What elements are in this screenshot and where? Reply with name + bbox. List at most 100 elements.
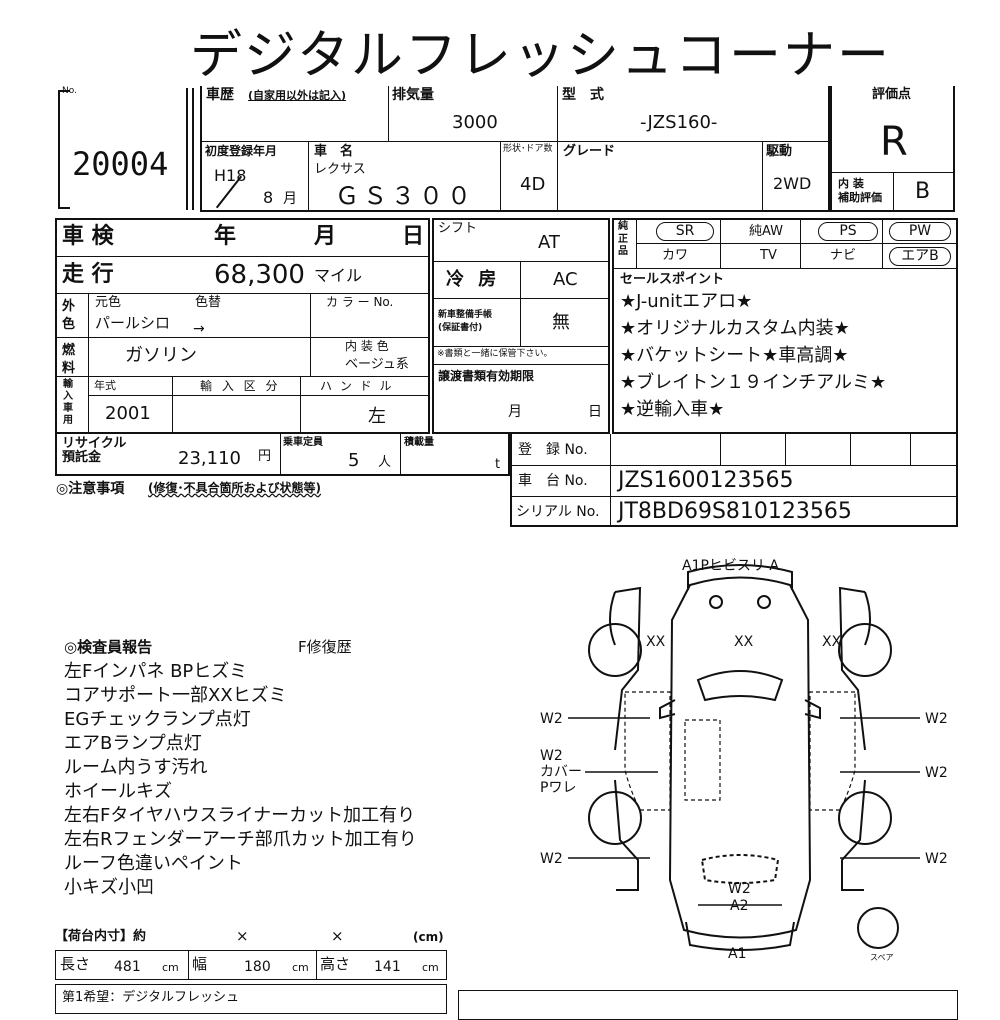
mileage-value: 68,300 bbox=[214, 260, 305, 290]
report-line: ルーフ色違いペイント bbox=[64, 853, 243, 874]
registry-table bbox=[510, 434, 958, 527]
inspection-label: 車 検 bbox=[62, 224, 114, 249]
caution-note: (修復･不具合箇所および状態等) bbox=[148, 481, 321, 495]
divider bbox=[172, 376, 173, 434]
diagram-top-label: A1Pヒビスリ A bbox=[682, 558, 779, 574]
interior-score-box bbox=[832, 172, 953, 211]
divider bbox=[188, 950, 189, 980]
divider bbox=[88, 395, 430, 396]
lot-no-label: No. bbox=[62, 86, 77, 96]
lot-number: 20004 bbox=[72, 145, 169, 183]
divider bbox=[850, 434, 851, 465]
divider bbox=[636, 243, 958, 244]
option-airbag: エアB bbox=[889, 247, 951, 266]
divider bbox=[893, 172, 894, 212]
divider bbox=[55, 256, 430, 257]
handle-label: ハ ン ド ル bbox=[320, 379, 394, 393]
header-grid bbox=[200, 86, 830, 212]
sales-point: ★ブレイトン１９インチアルミ★ bbox=[620, 372, 887, 393]
doc-day: 日 bbox=[588, 404, 602, 420]
score-label: 評価点 bbox=[872, 87, 912, 102]
lot-bracket bbox=[58, 90, 70, 209]
divider bbox=[400, 434, 401, 476]
arrow-icon: → bbox=[193, 321, 205, 337]
doc-label: 譲渡書類有効期限 bbox=[438, 369, 535, 383]
divider bbox=[610, 434, 611, 527]
divider bbox=[910, 434, 911, 465]
report-line: コアサポート一部XXヒズミ bbox=[64, 685, 287, 706]
sales-point: ★バケットシート★車高調★ bbox=[620, 345, 849, 366]
report-line: ホイールキズ bbox=[64, 781, 172, 802]
color-no-label: カ ラ ー No. bbox=[326, 295, 394, 309]
divider bbox=[520, 298, 521, 346]
diagram-rear-w2: W2 bbox=[728, 881, 751, 897]
sales-point: ★J-unitエアロ★ bbox=[620, 291, 753, 312]
divider bbox=[300, 376, 301, 434]
interior-score-value: B bbox=[915, 179, 931, 204]
displacement-value: 3000 bbox=[452, 112, 498, 133]
report-line: 左右Fタイヤハウスライナーカット加工有り bbox=[64, 805, 416, 826]
first-reg-month: 8 bbox=[263, 188, 274, 207]
divider bbox=[308, 141, 309, 212]
report-line: 小キズ小凹 bbox=[64, 877, 154, 898]
person-unit: 人 bbox=[378, 455, 392, 470]
handle-value: 左 bbox=[368, 406, 386, 427]
divider bbox=[510, 496, 958, 497]
capacity-label: 乗車定員 bbox=[283, 437, 323, 448]
maker-name: レクサス bbox=[314, 162, 366, 177]
model-year-value: 2001 bbox=[105, 403, 151, 424]
divider bbox=[557, 86, 558, 212]
serial-label: シリアル No. bbox=[516, 504, 600, 520]
sales-point: ★逆輸入車★ bbox=[620, 399, 725, 420]
load-unit: t bbox=[495, 457, 501, 472]
option-tv: TV bbox=[760, 248, 777, 263]
divider bbox=[432, 364, 610, 365]
shift-label: シフト bbox=[438, 221, 478, 236]
chassis-label: 車 台 No. bbox=[518, 473, 588, 489]
divider bbox=[55, 293, 430, 294]
height-label: 高さ bbox=[320, 955, 351, 973]
report-line: 左Fインパネ BPヒズミ bbox=[64, 661, 248, 682]
capacity-value: 5 bbox=[348, 450, 360, 471]
drive-label: 駆動 bbox=[766, 144, 793, 159]
diagram-xx: XX bbox=[734, 634, 754, 650]
divider bbox=[55, 337, 430, 338]
diagram-w2: W2 bbox=[925, 711, 948, 727]
diagram-w2: W2 bbox=[925, 851, 948, 867]
yen-unit: 円 bbox=[258, 449, 272, 464]
height-value: 141 bbox=[374, 959, 401, 975]
option-navi: ナビ bbox=[830, 248, 857, 263]
reg-no-label: 登 録 No. bbox=[518, 442, 588, 458]
diagram-xx: XX bbox=[822, 634, 842, 650]
ac-label: 冷 房 bbox=[446, 269, 501, 290]
displacement-label: 排気量 bbox=[392, 87, 434, 103]
interior-color-label: 内 装 色 bbox=[345, 339, 389, 353]
caution-label: ◎注意事項 bbox=[56, 481, 125, 497]
cargo-label: 【荷台内寸】約 bbox=[55, 929, 147, 944]
inspection-month-unit: 月 bbox=[314, 224, 337, 249]
divider bbox=[762, 141, 763, 212]
options-label: 純 正 品 bbox=[618, 221, 628, 257]
options-sales-box bbox=[612, 218, 958, 434]
diagram-spare: スペア bbox=[870, 953, 893, 962]
recycle-label: リサイクル 預託金 bbox=[62, 436, 127, 466]
ac-value: AC bbox=[553, 269, 578, 290]
fuel-label: 燃 料 bbox=[62, 343, 76, 377]
mileage-label: 走 行 bbox=[62, 262, 114, 287]
interior-color-value: ベージュ系 bbox=[345, 357, 409, 372]
divider bbox=[432, 346, 610, 347]
option-leather: カワ bbox=[662, 248, 689, 263]
diagram-w2: W2 bbox=[540, 851, 563, 867]
divider bbox=[510, 465, 958, 466]
recycle-row bbox=[55, 434, 510, 476]
diagram-rear-a2: A2 bbox=[730, 898, 748, 914]
header-double-rule bbox=[186, 88, 194, 210]
divider bbox=[388, 86, 389, 141]
bottom-right-box bbox=[458, 990, 958, 1020]
divider bbox=[785, 434, 786, 465]
cargo-table bbox=[55, 950, 447, 980]
option-pw: PW bbox=[889, 222, 951, 241]
model-value: -JZS160- bbox=[640, 112, 718, 133]
divider bbox=[720, 434, 721, 465]
next-label: 第1希望：デジタルフレッシュ bbox=[62, 990, 240, 1005]
